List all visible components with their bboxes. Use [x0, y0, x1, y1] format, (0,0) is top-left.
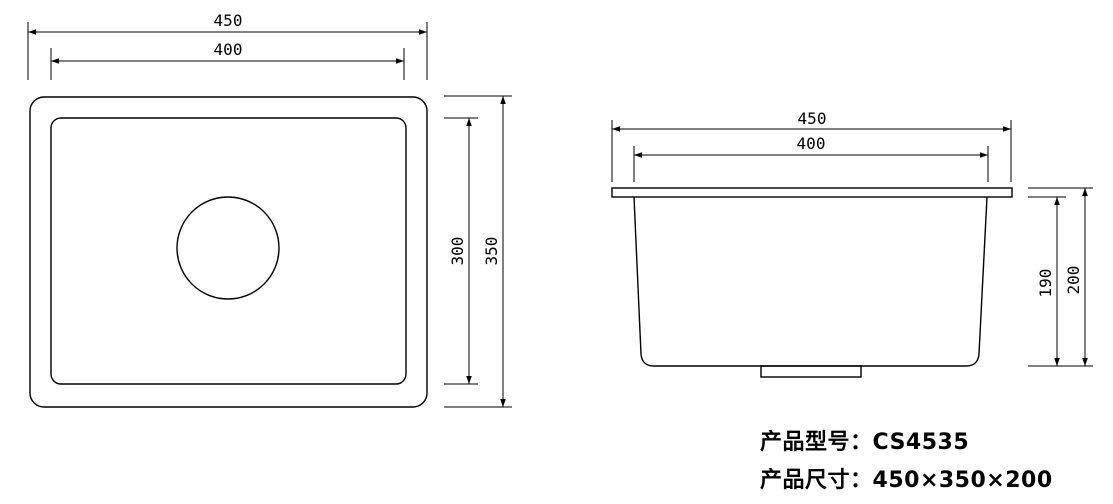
product-size-line: 产品尺寸：450×350×200 [760, 462, 1053, 494]
product-model-value: CS4535 [872, 430, 970, 455]
sink-bowl-profile [633, 196, 988, 367]
dim-text-inner-depth: 190 [1036, 269, 1055, 298]
product-model-label: 产品型号： [760, 430, 873, 455]
dimension-side-overall-width: 450 [611, 109, 1012, 182]
sink-inner-bowl-outline [50, 117, 407, 385]
dim-text-overall-width: 450 [214, 11, 243, 30]
dimension-overall-width: 450 [27, 11, 428, 80]
dimension-inner-depth: 190 [1028, 196, 1066, 367]
dimension-overall-depth: 200 [1028, 187, 1093, 367]
dim-text-inner-height: 300 [448, 237, 467, 266]
dim-text-side-overall-width: 450 [798, 109, 827, 128]
dimension-inner-width: 400 [50, 40, 405, 80]
product-model-line: 产品型号：CS4535 [760, 424, 969, 456]
drain-hole [176, 196, 280, 300]
product-size-value: 450×350×200 [872, 468, 1053, 493]
product-size-label: 产品尺寸： [760, 468, 873, 493]
drain-outlet [760, 365, 862, 378]
dim-text-overall-height: 350 [482, 237, 501, 266]
side-view: 450 400 190 200 [611, 109, 1093, 378]
sink-outer-outline [29, 96, 428, 408]
dim-text-overall-depth: 200 [1064, 266, 1083, 295]
sink-rim [611, 187, 1013, 198]
dimension-overall-height: 350 [444, 95, 512, 408]
dim-text-side-inner-width: 400 [797, 134, 826, 153]
dimension-side-inner-width: 400 [633, 134, 989, 182]
top-view: 450 400 300 350 [27, 11, 512, 408]
dim-text-inner-width: 400 [214, 40, 243, 59]
dimension-inner-height: 300 [444, 117, 478, 385]
